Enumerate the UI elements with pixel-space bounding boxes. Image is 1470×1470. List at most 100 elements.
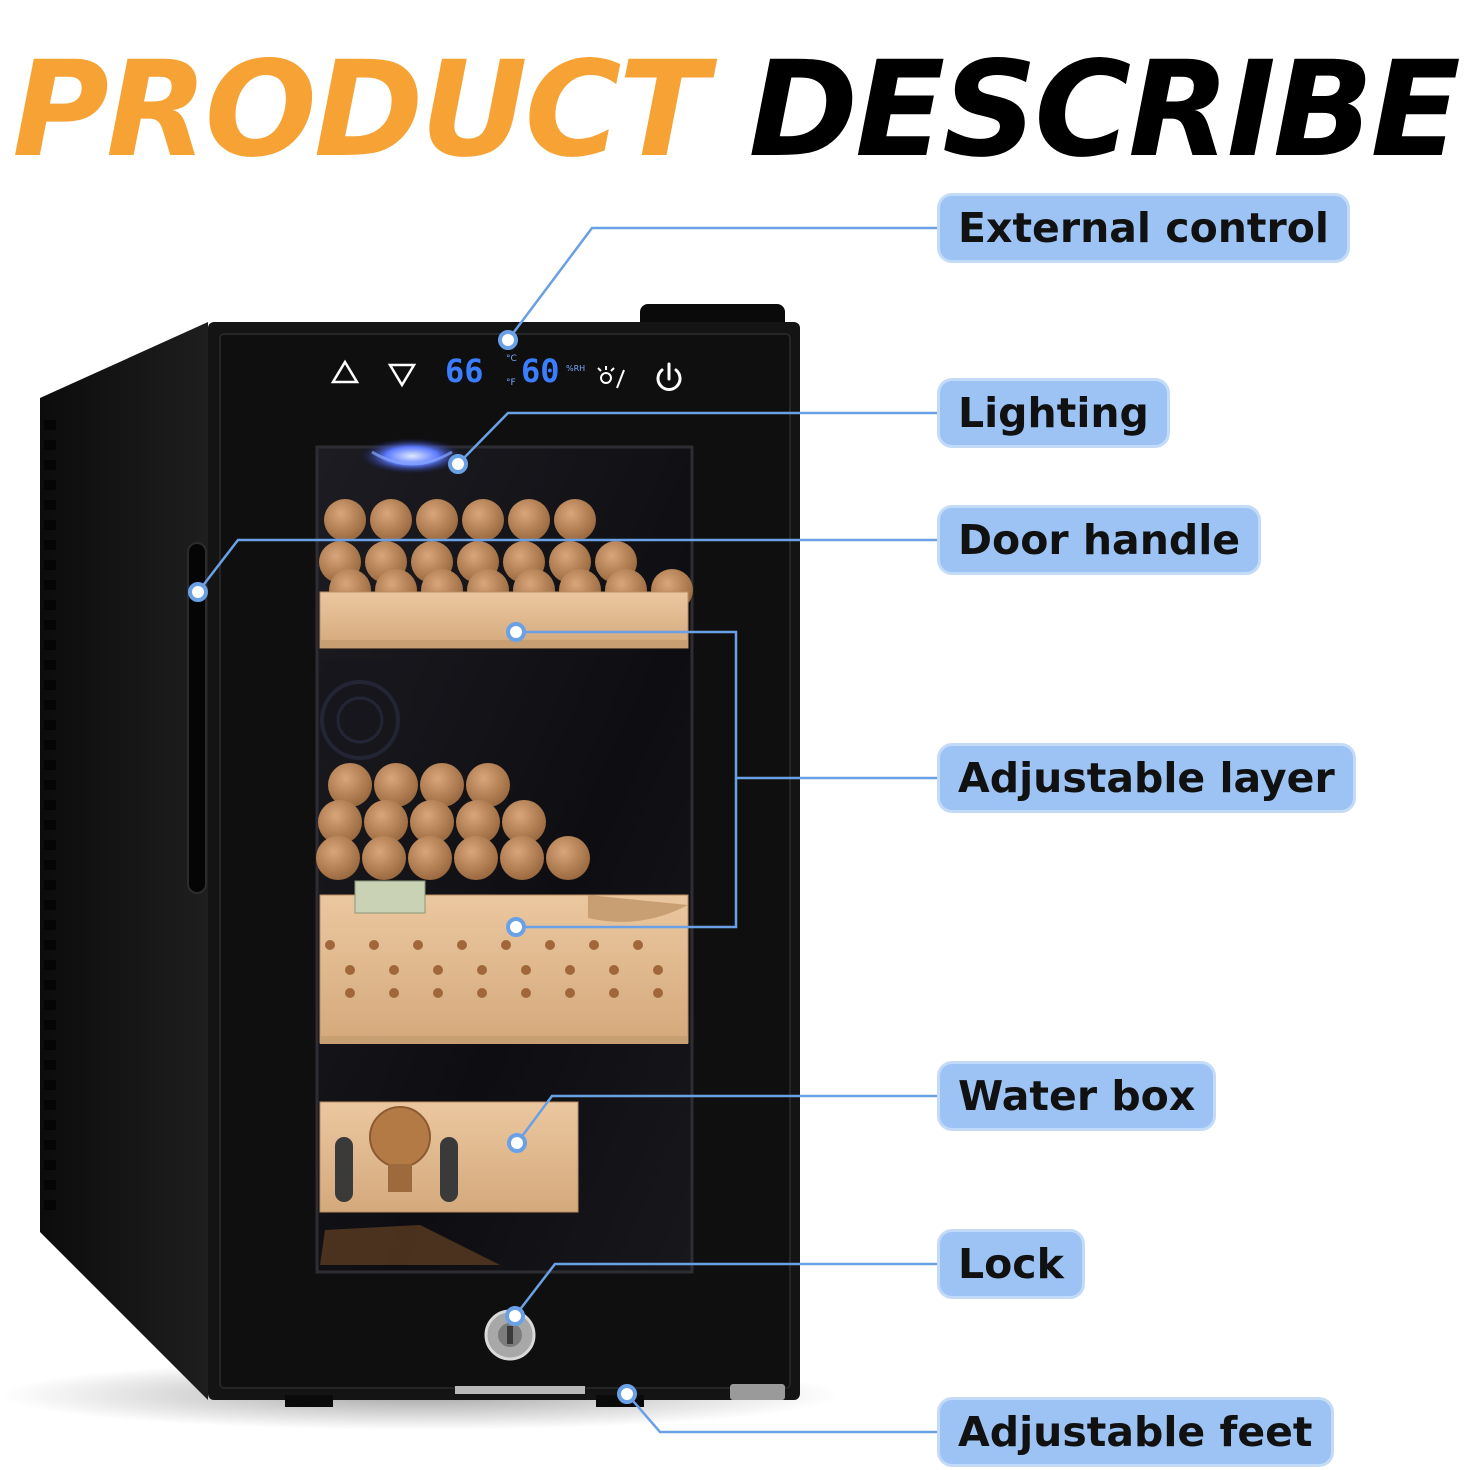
side-vent-slot: [44, 800, 56, 810]
foot-bracket: [455, 1386, 585, 1394]
callout-dot-lighting: [448, 454, 468, 474]
cigar-end: [374, 763, 418, 807]
water-box-knob[interactable]: [369, 1106, 431, 1168]
light-glow-arc: [371, 450, 453, 466]
cigar-end: [466, 763, 510, 807]
cabinet-side-panel: [40, 322, 208, 1400]
side-vent-slot: [44, 900, 56, 910]
foot-right: [730, 1384, 785, 1400]
middle-drawer-lip: [588, 895, 688, 922]
drawer-hole: [389, 965, 399, 975]
drawer-hole: [413, 940, 423, 950]
currency-note: [354, 880, 426, 914]
up-triangle-icon[interactable]: [330, 359, 360, 384]
drawer-hole: [369, 940, 379, 950]
cigar-end: [454, 836, 498, 880]
side-vent-slot: [44, 1200, 56, 1210]
humidity-readout: 60: [521, 352, 560, 390]
rear-fan: [320, 660, 410, 760]
drawer-hole: [457, 940, 467, 950]
side-vent-slot: [44, 740, 56, 750]
callout-line-lock: [514, 1262, 940, 1317]
side-vent-slot: [44, 660, 56, 670]
cigar-end: [364, 800, 408, 844]
drawer-hole: [521, 988, 531, 998]
cigar-end: [408, 836, 452, 880]
callout-label-external-control: External control: [940, 196, 1347, 260]
light-unit-toggle-icon[interactable]: [597, 366, 625, 389]
side-vent-slot: [44, 940, 56, 950]
middle-cigar-stack: [316, 763, 590, 880]
side-vent-slot: [44, 1060, 56, 1070]
side-vent-slot: [44, 840, 56, 850]
side-vent-slot: [44, 680, 56, 690]
drawer-hole: [589, 940, 599, 950]
title-word-product: PRODUCT: [12, 33, 708, 187]
fahrenheit-symbol: °F: [506, 378, 516, 388]
callout-dot-water-box: [507, 1133, 527, 1153]
callout-line-external-control: [507, 226, 940, 341]
side-vent-slot: [44, 440, 56, 450]
cigar-end: [462, 499, 504, 541]
side-vent-slot: [44, 1020, 56, 1030]
cigar-end: [328, 763, 372, 807]
cigar-end: [370, 499, 412, 541]
callout-label-adjustable-feet: Adjustable feet: [940, 1400, 1331, 1464]
side-vent-slot: [44, 920, 56, 930]
side-vent-slot: [44, 540, 56, 550]
humidity-unit: %RH: [566, 364, 585, 373]
cigar-end: [508, 499, 550, 541]
drawer-hole: [433, 965, 443, 975]
side-vent-slot: [44, 760, 56, 770]
side-vent-slot: [44, 860, 56, 870]
callout-label-adjustable-layer: Adjustable layer: [940, 746, 1353, 810]
drawer-hole: [345, 988, 355, 998]
middle-shelf-edge: [320, 1036, 688, 1044]
drawer-hole: [633, 940, 643, 950]
side-vent-slot: [44, 520, 56, 530]
side-vent-slot: [44, 580, 56, 590]
down-triangle-icon[interactable]: [387, 363, 417, 388]
side-vent-slot: [44, 980, 56, 990]
side-vent-slot: [44, 880, 56, 890]
side-vent-slot: [44, 1140, 56, 1150]
cigar-end: [416, 499, 458, 541]
drawer-hole: [325, 940, 335, 950]
celsius-symbol: °C: [506, 354, 517, 364]
power-icon[interactable]: [656, 362, 682, 391]
cigar-end: [410, 800, 454, 844]
side-vent-slot: [44, 420, 56, 430]
callout-label-door-handle: Door handle: [940, 508, 1259, 572]
drawer-hole: [609, 965, 619, 975]
cigar-end: [362, 836, 406, 880]
callout-line-adjustable-layer-bottom: [516, 778, 738, 929]
side-vent-slot: [44, 1100, 56, 1110]
cigar-end: [554, 499, 596, 541]
drawer-hole: [389, 988, 399, 998]
side-vent-slot: [44, 1000, 56, 1010]
title-word-describe: DESCRIBE: [748, 33, 1461, 187]
door-handle-bar: [187, 542, 207, 894]
callout-line-adjustable-layer-top: [516, 630, 940, 780]
side-vent-slot: [44, 600, 56, 610]
drawer-hole: [609, 988, 619, 998]
callout-label-lighting: Lighting: [940, 381, 1167, 445]
callout-line-door-handle: [197, 538, 940, 593]
side-vent-slot: [44, 480, 56, 490]
callout-line-water-box: [515, 1094, 940, 1144]
callout-dot-external-control: [498, 330, 518, 350]
drawer-hole: [653, 965, 663, 975]
callout-dot-lock: [505, 1306, 525, 1326]
callout-label-water-box: Water box: [940, 1064, 1214, 1128]
cigar-end: [420, 763, 464, 807]
callout-line-adjustable-feet: [626, 1393, 940, 1434]
cigar-end: [500, 836, 544, 880]
side-vent-slot: [44, 1180, 56, 1190]
drawer-hole: [565, 988, 575, 998]
callout-dot-layer-bottom: [506, 917, 526, 937]
drawer-hole: [477, 965, 487, 975]
drawer-hole: [477, 988, 487, 998]
callout-line-lighting: [457, 411, 940, 465]
